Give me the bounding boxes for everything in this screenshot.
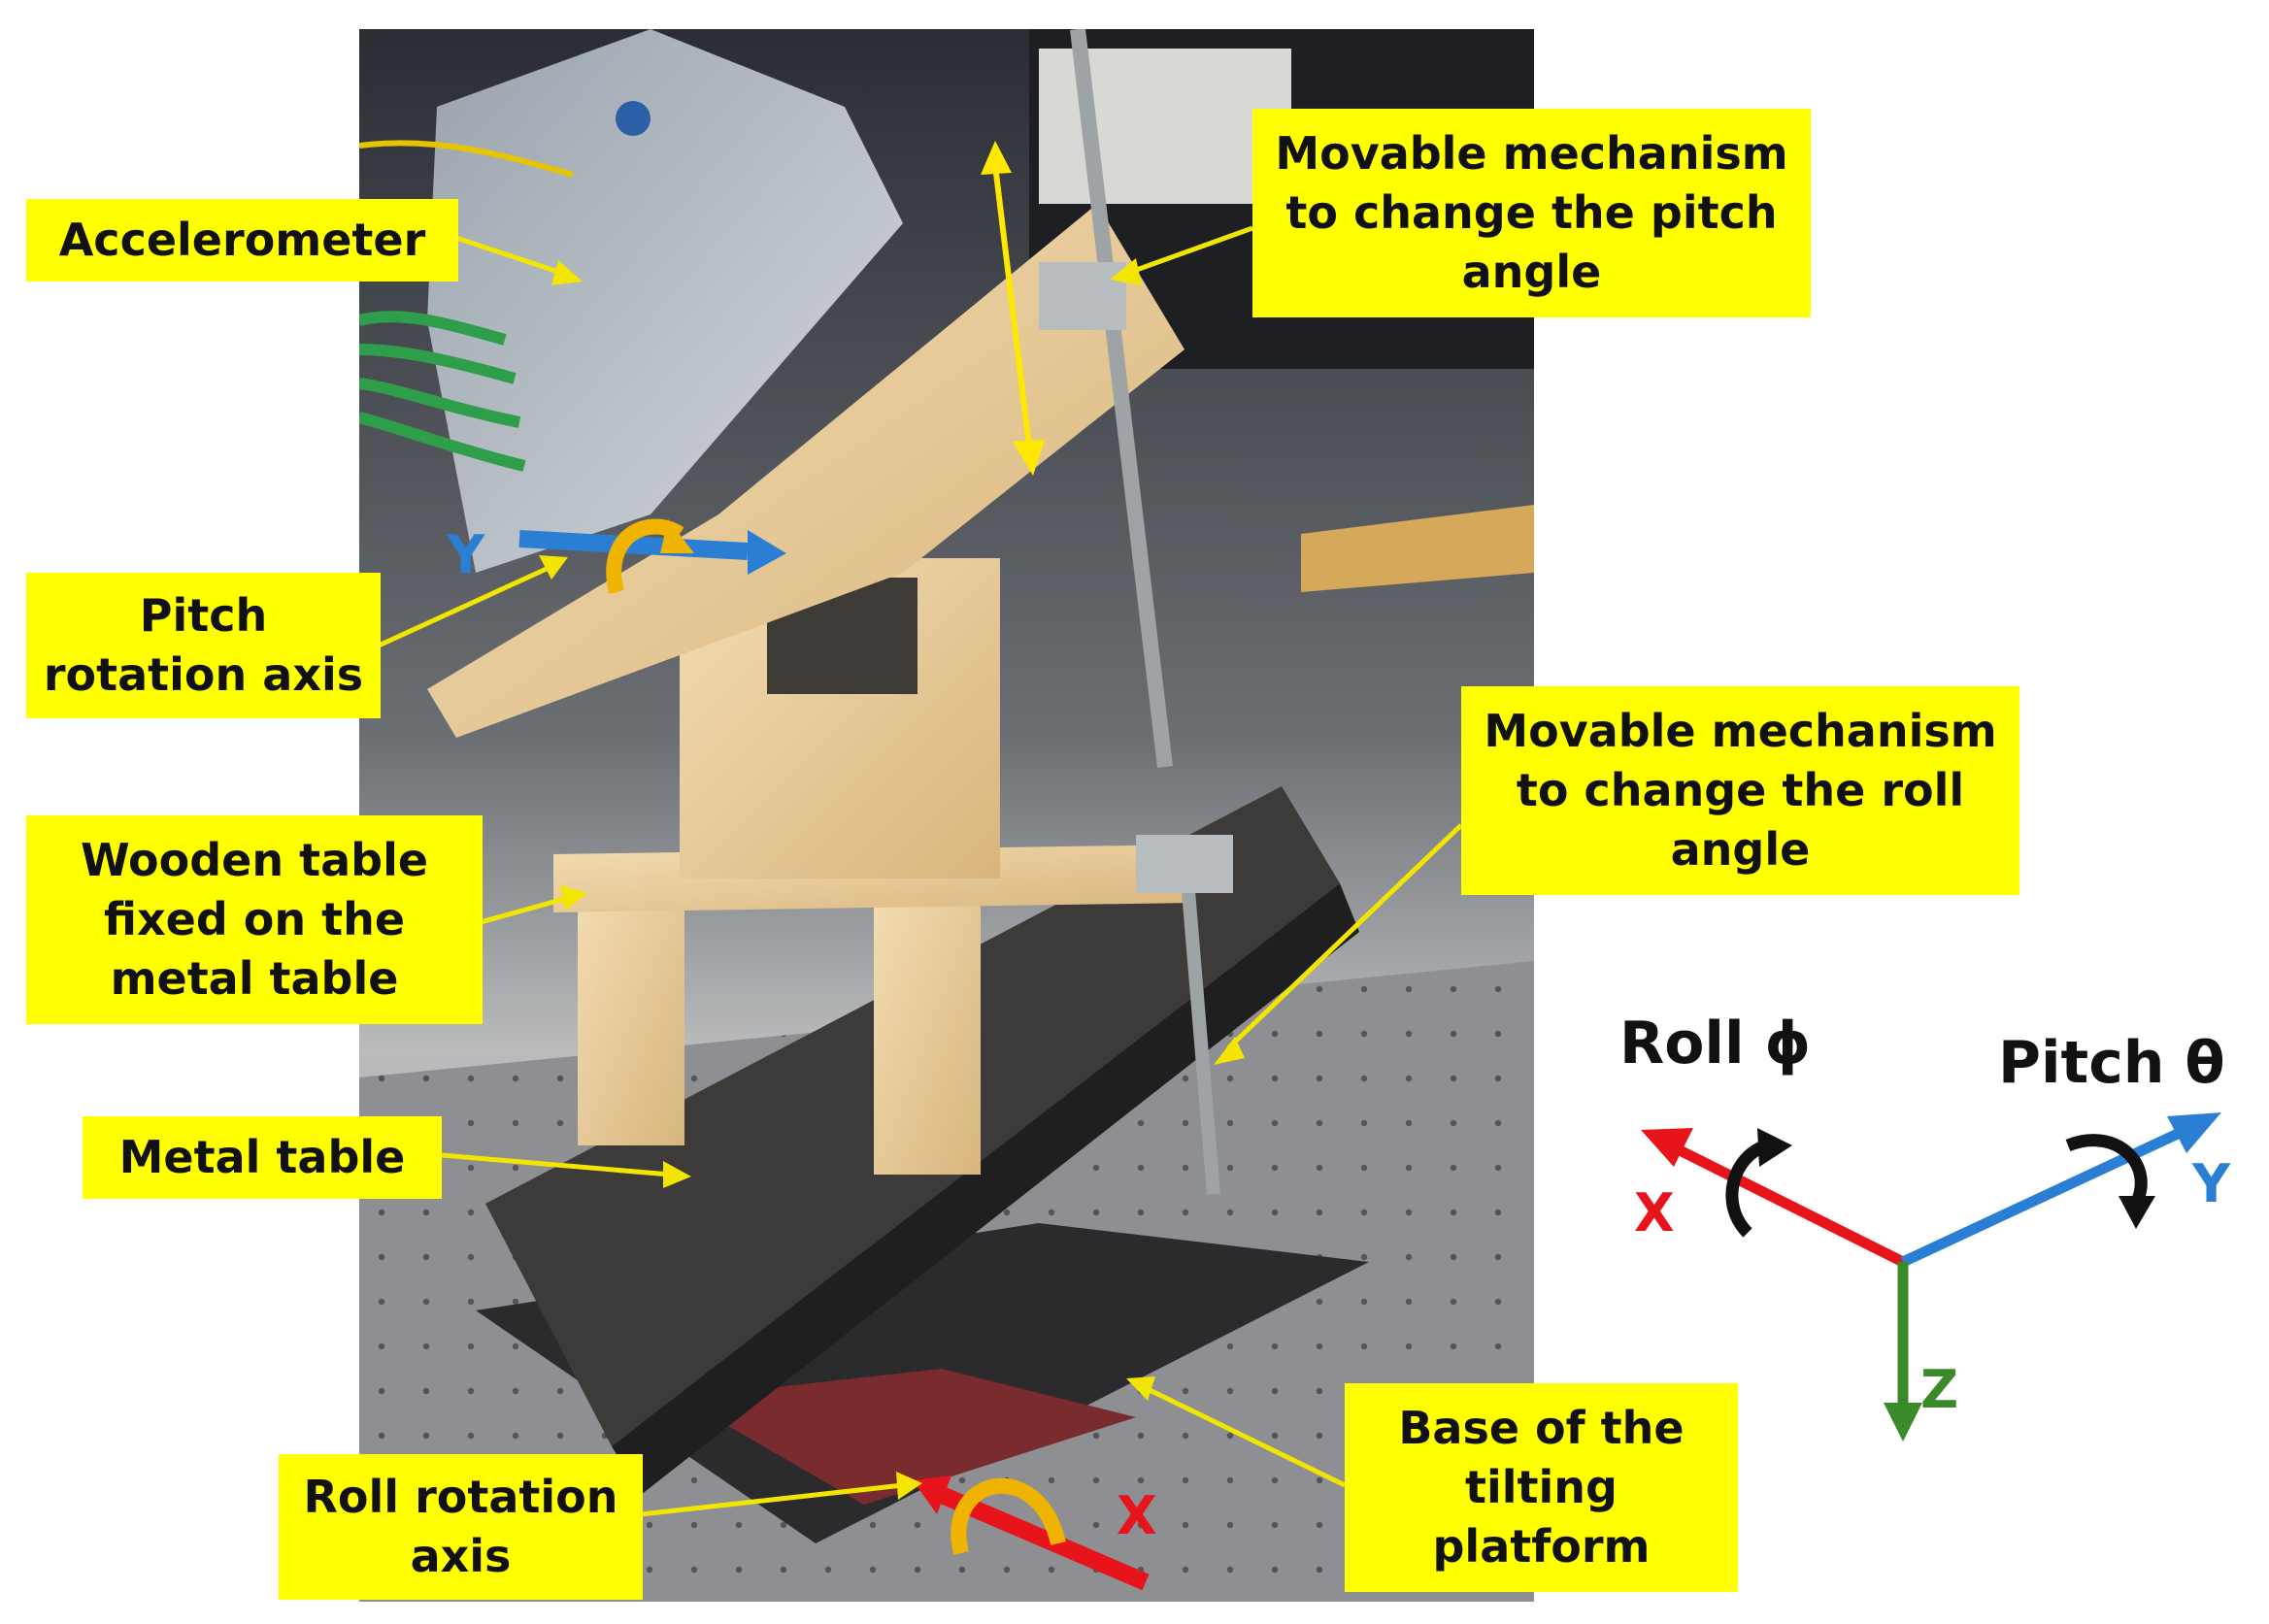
leader-accelerometer <box>455 235 559 275</box>
pitch-rotation-arrow <box>2065 1134 2148 1207</box>
callout-base: Base of the tilting platform <box>1345 1383 1738 1592</box>
leader-base <box>1144 1385 1347 1488</box>
callout-pitch-mechanism: Movable mechanism to change the pitch an… <box>1252 109 1811 317</box>
x-axis-arrowhead <box>1641 1128 1693 1167</box>
leader-roll-mechanism <box>1226 823 1463 1050</box>
roll-phi-label: Roll ϕ <box>1619 1010 1812 1077</box>
callout-wooden-table: Wooden table fixed on the metal table <box>26 815 483 1024</box>
callout-accelerometer: Accelerometer <box>26 199 458 282</box>
callout-metal-table: Metal table <box>83 1116 442 1199</box>
x-axis-line <box>1667 1141 1906 1267</box>
z-axis-arrowhead <box>1884 1403 1922 1442</box>
callout-roll-rotation-axis: Roll rotation axis <box>279 1454 643 1600</box>
axes-diagram <box>1641 1112 2221 1442</box>
z-axis-label: Z <box>1920 1359 1959 1420</box>
x-axis-label: X <box>1634 1182 1675 1243</box>
y-axis-arrowhead <box>2167 1112 2221 1153</box>
leader-roll-axis <box>640 1482 904 1517</box>
y-axis-label: Y <box>2192 1153 2231 1214</box>
roll-rotation-arrow <box>1725 1139 1770 1238</box>
photo-x-label: X <box>1117 1485 1157 1546</box>
callout-pitch-rotation-axis: Pitch rotation axis <box>26 573 381 718</box>
leader-pitch-axis <box>377 565 551 648</box>
leader-wooden-table <box>480 895 569 925</box>
photo-y-label: Y <box>447 524 485 585</box>
pitch-theta-label: Pitch θ <box>1998 1029 2225 1097</box>
leader-metal-table <box>441 1152 671 1177</box>
leader-pitch-mechanism <box>1130 225 1253 275</box>
y-axis-line <box>1900 1121 2197 1267</box>
callout-roll-mechanism: Movable mechanism to change the roll ang… <box>1461 686 2019 895</box>
